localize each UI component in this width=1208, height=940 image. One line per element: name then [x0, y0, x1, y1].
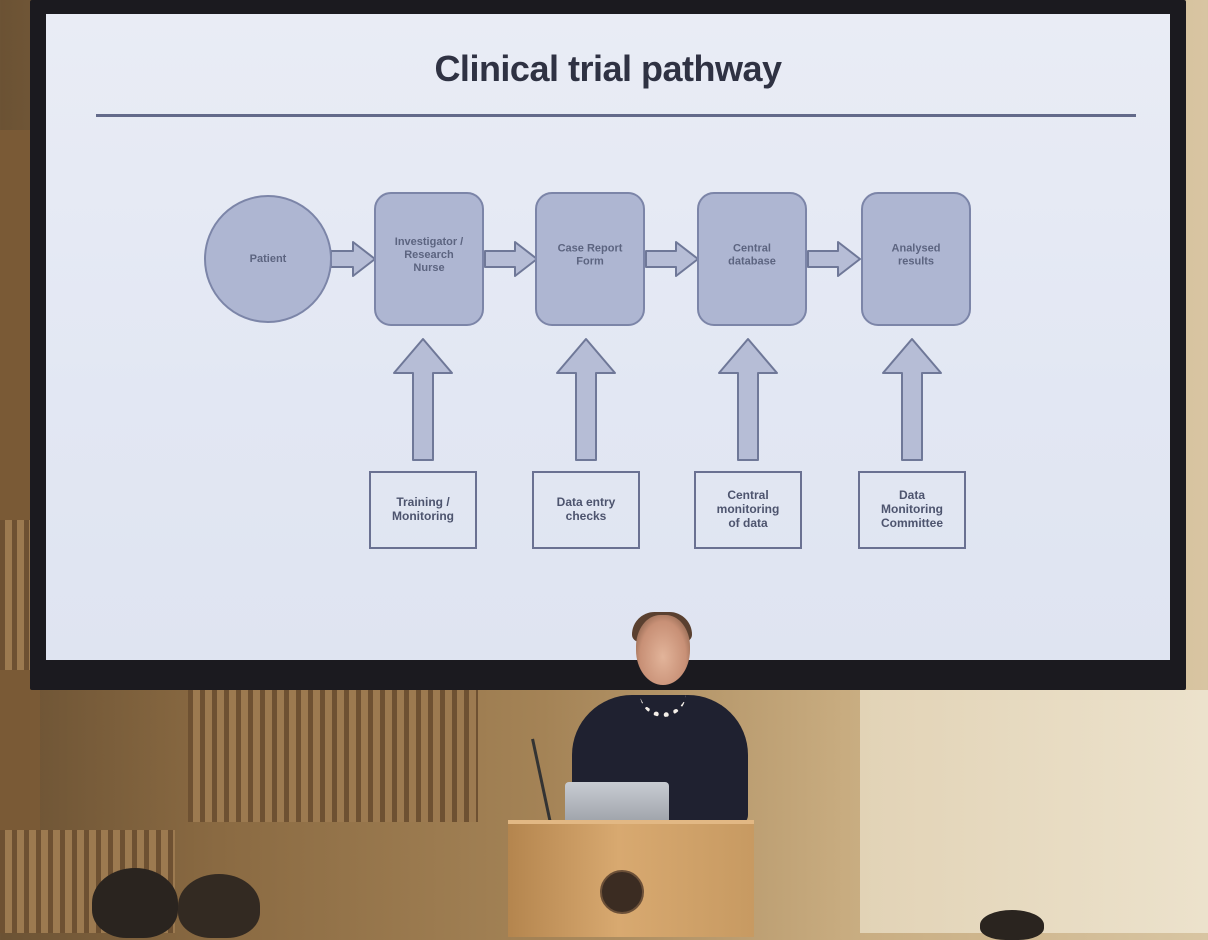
oversight-box-label-line: Central — [727, 488, 768, 502]
speaker-head — [636, 615, 690, 685]
oversight-arrow-up — [718, 338, 778, 461]
oversight-box-dmc — [858, 471, 966, 549]
flow-node-label-line: results — [898, 255, 934, 267]
flow-arrow-right — [330, 241, 376, 277]
oversight-box-central-monitoring — [694, 471, 802, 549]
oversight-box-label-line: checks — [566, 509, 607, 523]
oversight-box-label-line: Monitoring — [881, 502, 943, 516]
oversight-box-label-line: Committee — [881, 516, 943, 530]
oversight-box-label-line: Training / — [396, 495, 450, 509]
flow-node-label-line: Analysed — [892, 242, 941, 254]
oversight-arrow-up — [393, 338, 453, 461]
slide-title: Clinical trial pathway — [434, 48, 782, 89]
flow-node-analysed — [861, 192, 971, 326]
flow-node-label-line: Research — [404, 249, 454, 261]
speaker-necklace — [640, 690, 686, 717]
oversight-box-label: Training /Monitoring — [392, 495, 454, 523]
flow-node-label-line: Patient — [250, 253, 287, 265]
projector-screen: Clinical trial pathway Patient Investigat… — [46, 14, 1170, 660]
wall-slats-left — [0, 520, 30, 670]
oversight-box-label-line: Data entry — [557, 495, 616, 509]
oversight-box-label-line: Monitoring — [392, 509, 454, 523]
podium-crest — [600, 870, 644, 914]
flow-node-patient — [204, 195, 332, 323]
oversight-arrow-up — [556, 338, 616, 461]
wall-right — [860, 690, 1208, 933]
flow-node-label-line: Investigator / — [395, 236, 463, 248]
oversight-box-label-line: Data — [899, 488, 925, 502]
audience-head — [92, 868, 178, 938]
oversight-box-training — [369, 471, 477, 549]
laptop — [565, 782, 669, 822]
flow-arrow-right — [645, 241, 699, 277]
flow-node-investigator — [374, 192, 484, 326]
flow-node-central-db — [697, 192, 807, 326]
oversight-arrow-up — [882, 338, 942, 461]
oversight-box-label-line: monitoring — [717, 502, 780, 516]
podium — [508, 820, 754, 937]
audience-head — [178, 874, 260, 938]
flow-node-crf — [535, 192, 645, 326]
flow-node-label: Patient — [250, 253, 287, 265]
microphone — [531, 738, 552, 824]
oversight-box-label-line: of data — [728, 516, 768, 530]
wall-slats-center — [188, 682, 478, 822]
oversight-box-data-entry — [532, 471, 640, 549]
title-underline — [96, 114, 1136, 117]
flow-node-label-line: Form — [576, 255, 604, 267]
flow-arrow-right — [807, 241, 861, 277]
flow-node-label-line: Nurse — [413, 262, 444, 274]
audience-head — [980, 910, 1044, 940]
flow-arrow-right — [484, 241, 538, 277]
flow-node-label-line: Central — [733, 242, 771, 254]
flow-node-label-line: database — [728, 255, 776, 267]
flow-node-label-line: Case Report — [558, 242, 623, 254]
